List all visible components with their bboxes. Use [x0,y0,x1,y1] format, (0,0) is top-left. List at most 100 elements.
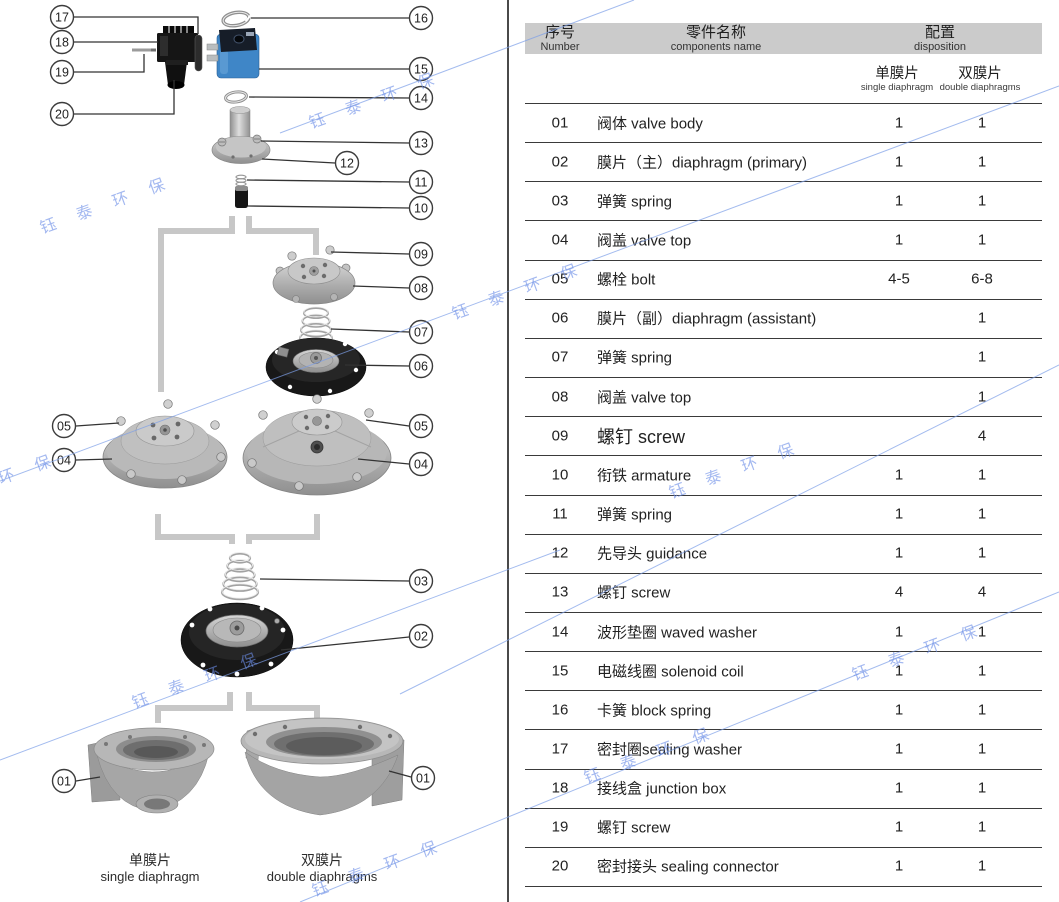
col-single-qty: 1 [894,544,904,562]
col-number: 12 [551,544,569,562]
col-double-qty: 1 [977,779,987,797]
callout-label: 05 [414,420,428,434]
valve-body-single-part [87,727,215,814]
callout-11-9: 11 [246,169,434,195]
callout-07-13: 07 [330,319,434,345]
col-single-qty: 1 [894,857,904,875]
col-number: 05 [551,270,569,288]
col-double-qty: 1 [977,466,987,484]
col-double-qty: 1 [977,505,987,523]
callout-02-20: 02 [280,623,434,651]
subheader-single-cn: 单膜片 [875,66,919,82]
sealing-washer-part [194,34,203,72]
col-double-qty: 1 [977,388,987,406]
header-name: 零件名称 components name [671,25,762,54]
callout-16-4: 16 [251,5,434,31]
col-single-qty: 1 [894,818,904,836]
callout-label: 19 [55,66,69,80]
col-double-qty: 1 [977,192,987,210]
guidance-part [211,106,271,164]
col-single-qty: 4 [894,583,904,601]
armature-part [235,186,248,208]
col-number: 20 [551,857,569,875]
col-number: 03 [551,192,569,210]
sealing-connector-part [165,60,188,89]
col-number: 17 [551,740,569,758]
header-number-en: Number [540,41,580,53]
col-double-qty: 1 [977,623,987,640]
callout-20-3: 20 [49,80,175,127]
col-name: 阀盖 valve top [597,232,692,250]
col-double-qty: 1 [977,740,987,758]
caption-single-cn: 单膜片 [128,852,171,868]
col-number: 19 [551,818,569,836]
subheader-double-en: double diaphragms [939,82,1021,93]
callout-15-5: 15 [259,56,434,82]
callout-19-2: 19 [49,54,145,85]
solenoid-coil-part [206,28,260,79]
col-single-qty: 1 [894,662,904,680]
col-single-qty: 1 [894,701,904,719]
col-number: 13 [551,583,569,601]
col-number: 06 [551,309,569,327]
waved-washer-part [224,90,248,104]
parts-table: 序号 Number 零件名称 components name 配置 dispos… [519,0,1059,902]
spring-part-03 [220,552,260,601]
col-name: 波形垫圈 waved washer [597,624,758,641]
col-single-qty: 1 [894,231,904,249]
header-number-cn: 序号 [544,24,575,41]
col-name: 密封接头 sealing connector [597,858,779,876]
col-single-qty: 1 [894,192,904,210]
col-name: 弹簧 spring [597,193,673,211]
col-double-qty: 4 [977,583,987,601]
callout-label: 04 [414,458,428,472]
callout-label: 01 [57,775,71,789]
header-number: 序号 Number [540,24,580,54]
callout-label: 04 [57,454,71,468]
callout-10-10: 10 [247,195,434,221]
col-number: 15 [551,662,569,680]
col-single-qty: 1 [894,466,904,484]
col-name: 螺栓 bolt [597,271,656,289]
callout-label: 17 [55,11,69,25]
col-double-qty: 1 [977,818,987,836]
callout-label: 20 [55,108,69,122]
callout-label: 14 [414,92,428,106]
col-double-qty: 1 [977,114,987,132]
junction-box-part [157,26,198,62]
page-divider [507,0,509,902]
callout-label: 10 [414,202,428,216]
diaphragm-primary-part [180,602,294,678]
callout-label: 16 [414,12,428,26]
col-name: 弹簧 spring [597,349,673,367]
col-number: 07 [551,348,569,366]
subheader-single-en: single diaphragm [860,82,934,93]
col-name: 膜片（副）diaphragm (assistant) [597,310,817,328]
callout-label: 01 [416,772,430,786]
valve-top-single-part [102,399,228,489]
caption-single-diaphragm: 单膜片 single diaphragm [100,852,199,885]
col-single-qty: 1 [894,740,904,758]
exploded-view-diagram: 1718192016151413121110090807060504050403… [49,4,436,816]
header-disposition-cn: 配置 [924,24,956,41]
caption-double-cn: 双膜片 [300,852,343,868]
callout-08-12: 08 [352,275,434,301]
col-name: 电磁线圈 solenoid coil [597,663,744,681]
col-name: 接线盒 junction box [597,780,727,798]
col-number: 10 [551,466,569,484]
col-name: 螺钉 screw [597,819,671,837]
callout-label: 09 [414,248,428,262]
subheader-single: 单膜片 single diaphragm [861,66,933,93]
col-name: 弹簧 spring [597,506,673,524]
